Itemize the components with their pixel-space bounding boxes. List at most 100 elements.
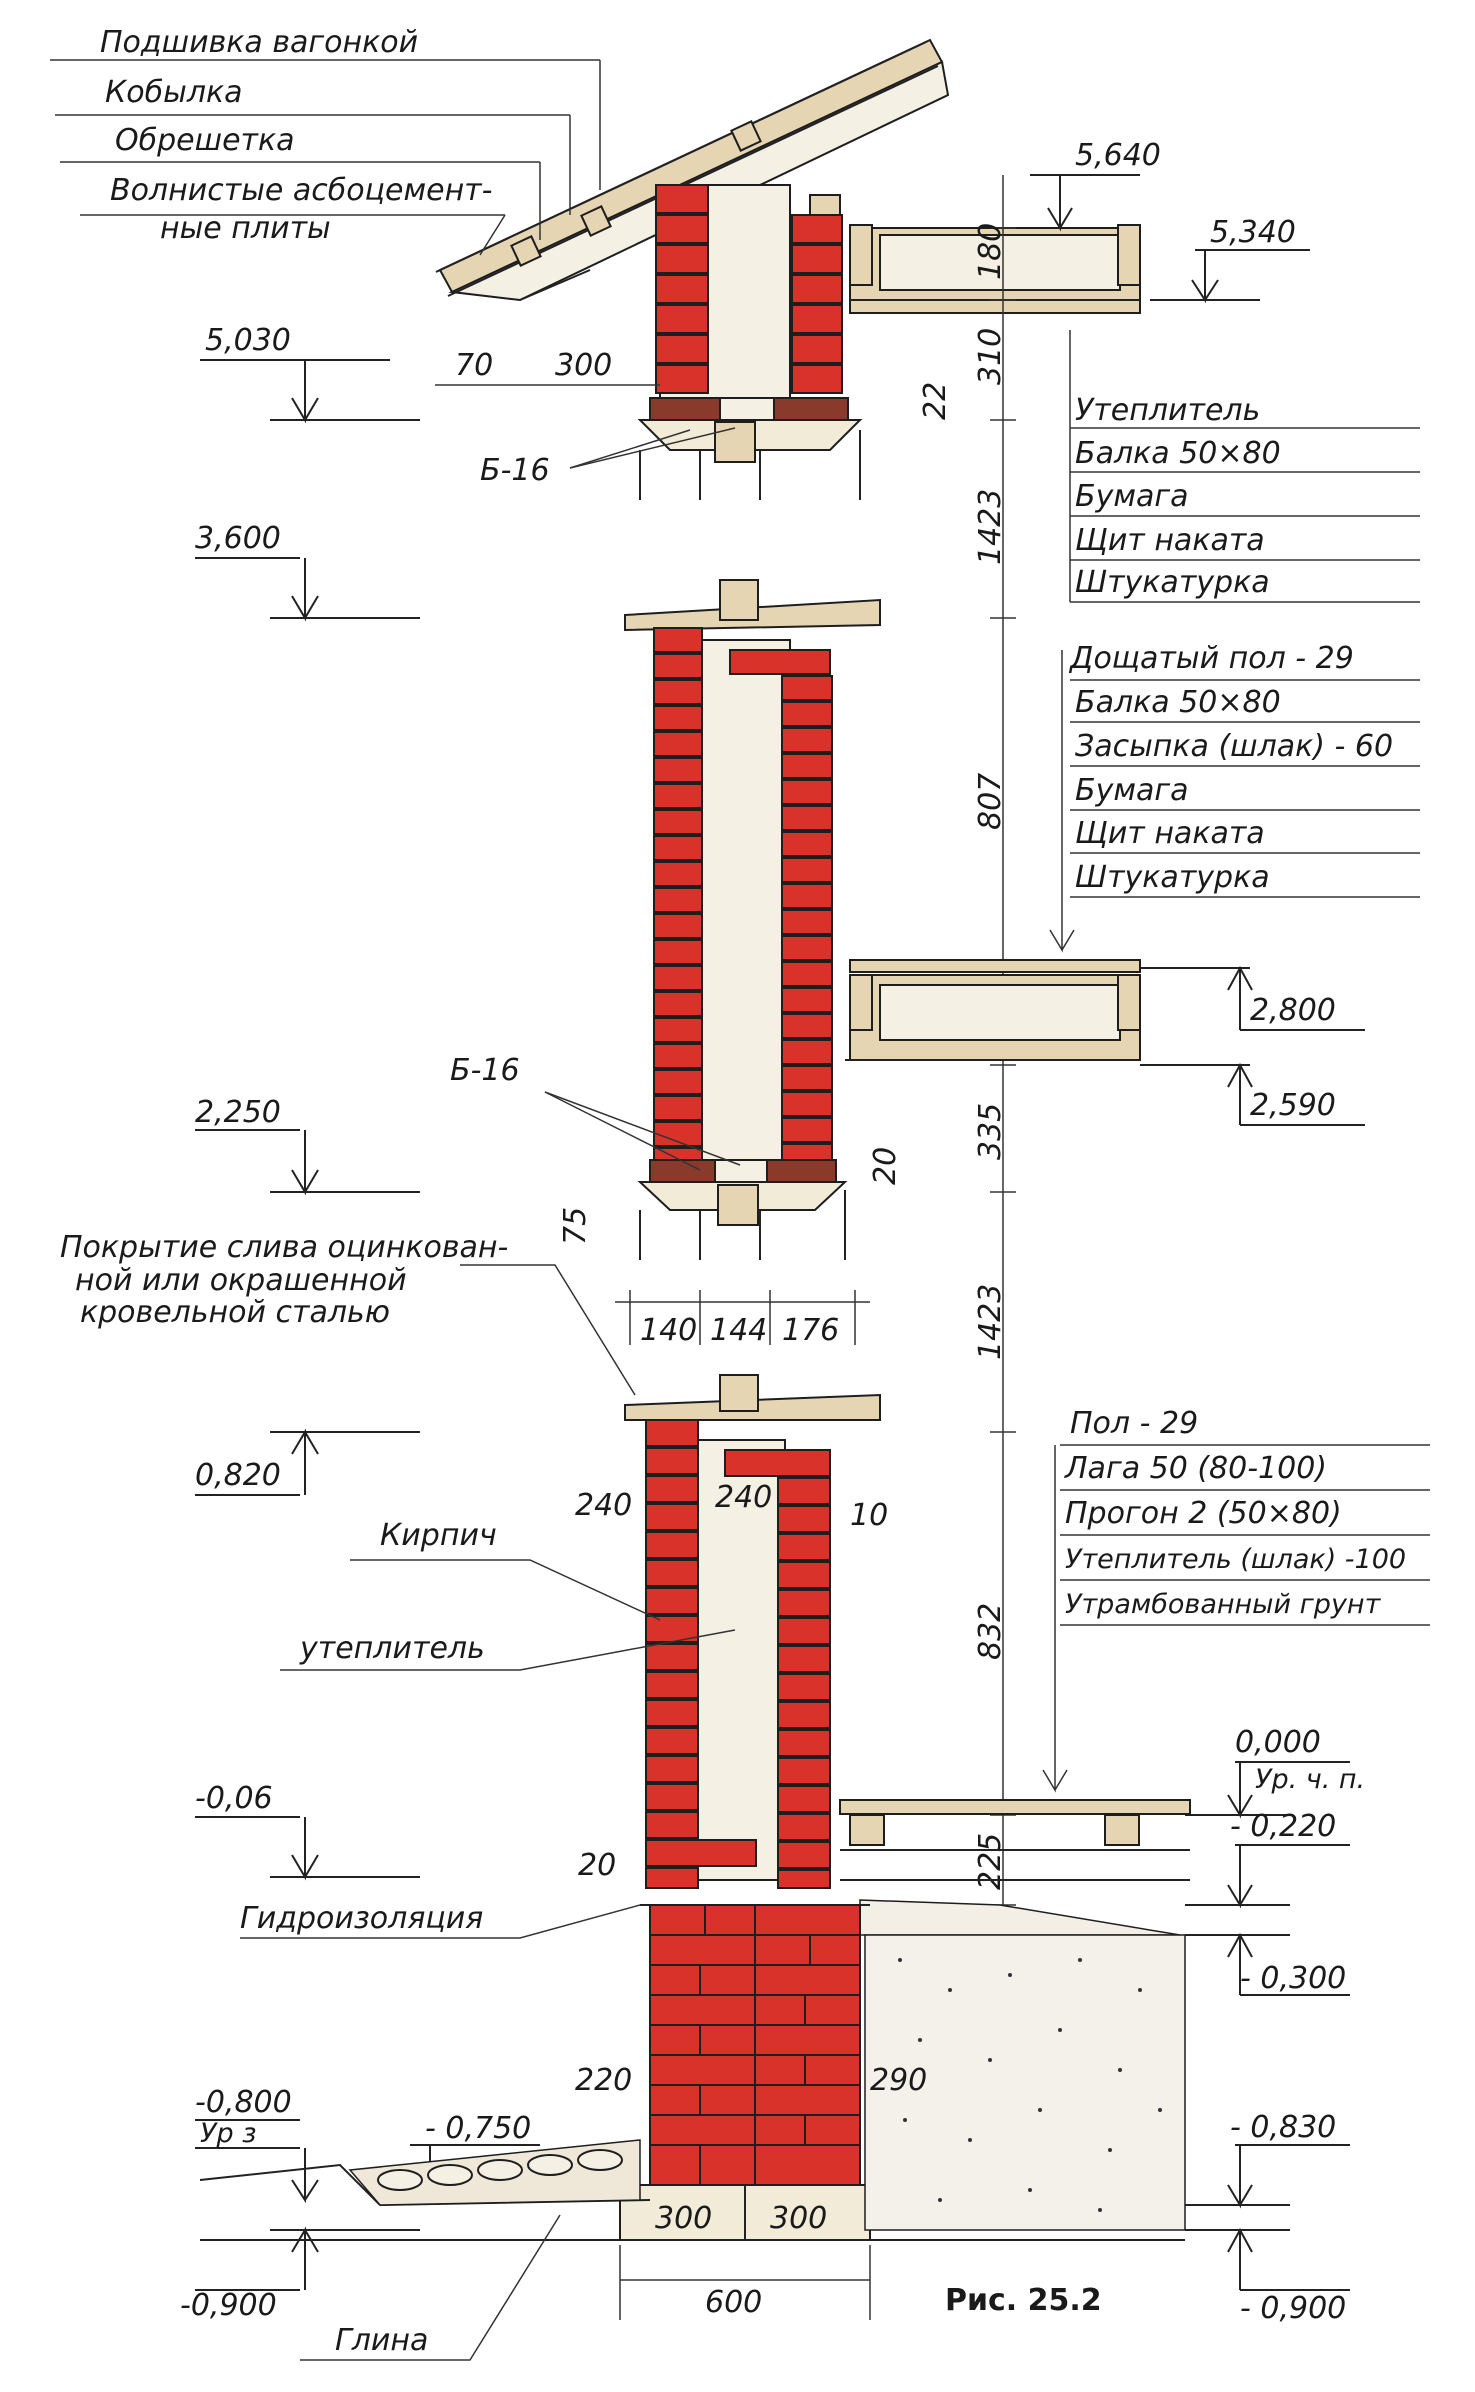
- floor1-layer-5: Утрамбованный грунт: [1065, 1589, 1382, 1620]
- roof-label-sheets-1: Волнистые асбоцемент-: [110, 173, 493, 208]
- attic-slab: [849, 224, 1141, 314]
- lower-wall: [624, 1374, 881, 1889]
- floor2-layer-6: Штукатурка: [1075, 860, 1270, 895]
- roof-section: [435, 38, 950, 302]
- top-wall-bricks-right: [791, 214, 843, 394]
- elevation-ground-level-label: Ур з: [200, 2118, 257, 2149]
- bottom-width-dims: [619, 2245, 871, 2320]
- elevation-minus-0750: - 0,750: [425, 2111, 531, 2146]
- middle-wall: [624, 579, 881, 1260]
- b16-label-middle: Б-16: [450, 1053, 520, 1088]
- dim-75: 75: [558, 1207, 593, 1245]
- floor2-layers-lines: [1049, 650, 1420, 953]
- dim-1423-top: 1423: [973, 489, 1008, 565]
- foundation-courses: [650, 1905, 860, 2185]
- top-wall: [637, 184, 863, 500]
- middle-wall-bricks-left: [653, 627, 703, 1161]
- dim-220: 220: [575, 2063, 632, 2098]
- dim-290: 290: [870, 2063, 927, 2098]
- elevation-minus-0830: - 0,830: [1230, 2110, 1336, 2145]
- clay-label: Глина: [335, 2323, 428, 2358]
- floor2-layer-4: Бумага: [1075, 773, 1189, 808]
- second-floor-slab: [845, 959, 1141, 1061]
- elevation-2800: 2,800: [1250, 993, 1336, 1028]
- elevation-minus-0900-right: - 0,900: [1240, 2291, 1346, 2326]
- sill-note-line-2: ной или окрашенной: [75, 1263, 407, 1298]
- elevation-minus-0300: - 0,300: [1240, 1961, 1346, 1996]
- roof-leaders: [50, 59, 601, 256]
- dim-140: 140: [640, 1313, 697, 1348]
- dim-300-top: 300: [555, 348, 612, 383]
- roof-label-rafter-end: Кобылка: [105, 75, 243, 110]
- floor1-layer-3: Прогон 2 (50×80): [1065, 1496, 1342, 1531]
- dim-20-mid: 20: [868, 1147, 903, 1185]
- elevation-floor-level-label: Ур. ч. п.: [1255, 1764, 1365, 1795]
- figure-caption: Рис. 25.2: [945, 2283, 1102, 2318]
- waterproofing-label: Гидроизоляция: [240, 1901, 483, 1936]
- dim-176: 176: [782, 1313, 839, 1348]
- soil-texture: [898, 1958, 1162, 2212]
- roof-label-sheets-2: ные плиты: [160, 211, 331, 246]
- wall-width-dims: [615, 1290, 870, 1345]
- dim-144: 144: [710, 1313, 767, 1348]
- sill-note-line-3: кровельной сталью: [80, 1295, 390, 1330]
- elevation-3600: 3,600: [195, 521, 281, 556]
- elevation-2250: 2,250: [195, 1095, 281, 1130]
- elevation-2590: 2,590: [1250, 1088, 1336, 1123]
- dim-225-low: 225: [973, 1833, 1008, 1890]
- floor2-layer-1: Дощатый пол - 29: [1068, 641, 1354, 676]
- floor2-layer-5: Щит наката: [1075, 816, 1265, 851]
- vertical-dimension-chain: [990, 175, 1016, 2010]
- elevation-minus-0800: -0,800: [195, 2085, 292, 2120]
- dim-240-mid: 240: [715, 1480, 772, 1515]
- dim-10: 10: [850, 1498, 888, 1533]
- dim-600: 600: [705, 2285, 762, 2320]
- floor1-layer-2: Лага 50 (80-100): [1064, 1451, 1327, 1486]
- dim-807: 807: [973, 773, 1008, 830]
- attic-layer-5: Штукатурка: [1075, 565, 1270, 600]
- middle-wall-bricks-right: [729, 649, 833, 1161]
- lower-wall-bricks-right: [724, 1449, 831, 1889]
- roof-label-battens: Обрешетка: [115, 123, 295, 158]
- dim-240-left: 240: [575, 1488, 632, 1523]
- attic-layer-2: Балка 50×80: [1075, 436, 1281, 471]
- elevation-5640: 5,640: [1075, 138, 1161, 173]
- dim-22: 22: [918, 382, 953, 420]
- dim-20-low: 20: [578, 1848, 616, 1883]
- dim-300-a: 300: [655, 2201, 712, 2236]
- dim-310: 310: [973, 328, 1008, 385]
- roof-label-lining: Подшивка вагонкой: [100, 25, 418, 60]
- floor2-layer-2: Балка 50×80: [1075, 685, 1281, 720]
- elevation-markers: [195, 174, 1365, 2291]
- dim-70: 70: [455, 348, 493, 383]
- attic-layer-4: Щит наката: [1075, 523, 1265, 558]
- sill-note-line-1: Покрытие слива оцинкован-: [60, 1230, 508, 1265]
- floor1-layer-1: Пол - 29: [1070, 1406, 1198, 1441]
- b16-label-top: Б-16: [480, 453, 550, 488]
- floor2-layer-3: Засыпка (шлак) - 60: [1075, 729, 1393, 764]
- elevation-minus-006: -0,06: [195, 1781, 273, 1816]
- attic-layer-3: Бумага: [1075, 479, 1189, 514]
- dim-300-b: 300: [770, 2201, 827, 2236]
- dim-180: 180: [973, 223, 1008, 280]
- floor1-layer-4: Утеплитель (шлак) -100: [1065, 1544, 1406, 1575]
- elevation-0000: 0,000: [1235, 1725, 1321, 1760]
- elevation-minus-0220: - 0,220: [1230, 1809, 1336, 1844]
- foundation: [619, 1904, 1186, 2241]
- brick-label: Кирпич: [380, 1518, 497, 1553]
- elevation-0820: 0,820: [195, 1458, 281, 1493]
- attic-layers-lines: [1069, 330, 1420, 603]
- top-wall-bricks-left: [655, 184, 709, 394]
- dim-832: 832: [973, 1603, 1008, 1660]
- first-floor: [640, 1799, 1191, 1936]
- attic-layer-1: Утеплитель: [1075, 393, 1260, 428]
- dim-1423-mid: 1423: [973, 1284, 1008, 1360]
- elevation-minus-0900-left: -0,900: [180, 2288, 277, 2323]
- elevation-5340: 5,340: [1210, 215, 1296, 250]
- ground-left: [199, 2139, 1185, 2241]
- lower-wall-bricks-left: [645, 1419, 757, 1889]
- insulation-label: утеплитель: [299, 1631, 485, 1666]
- floor1-layers-lines: [1042, 1444, 1430, 1793]
- elevation-5030: 5,030: [205, 323, 291, 358]
